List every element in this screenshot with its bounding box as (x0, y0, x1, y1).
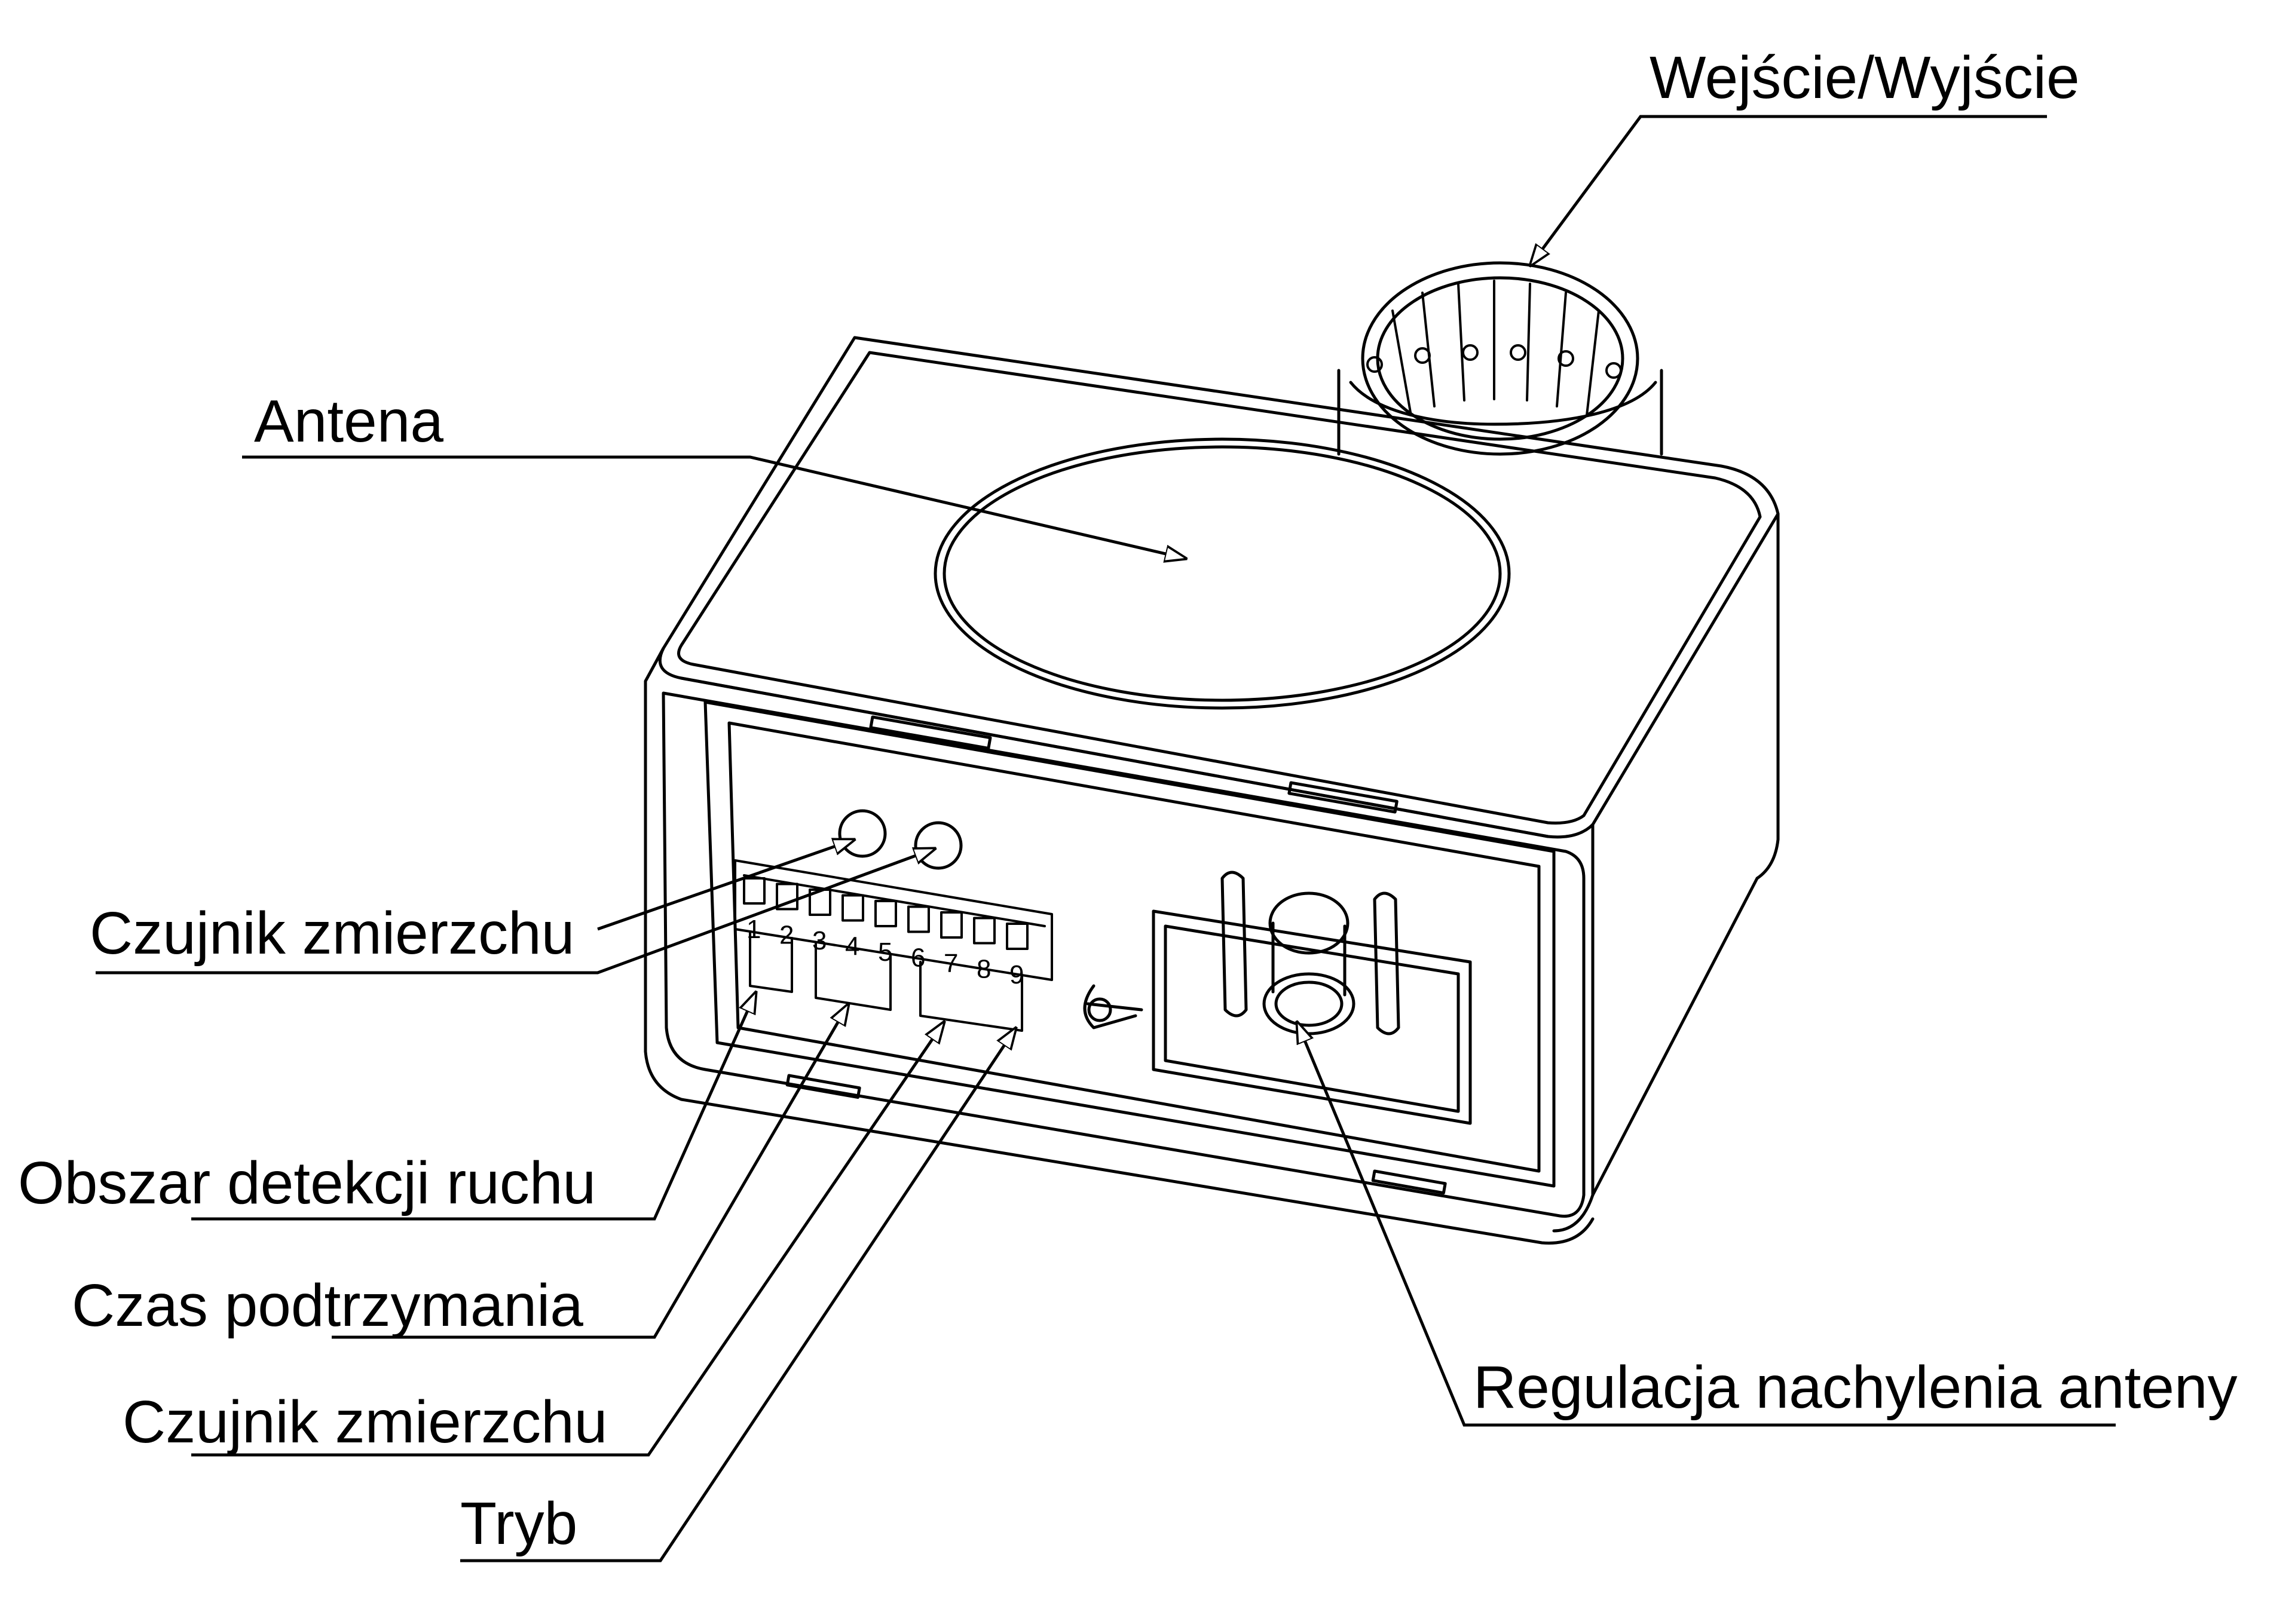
dip-switch-8 (973, 917, 996, 945)
dip-switch-5 (874, 900, 897, 927)
dip-switch-7 (940, 911, 963, 939)
leader-hold-time (332, 1004, 849, 1339)
tilt-adjuster (1083, 871, 1472, 1125)
dip-number-6: 6 (911, 943, 925, 973)
cable-gland (1337, 261, 1663, 456)
label-mode: Tryb (460, 1490, 578, 1557)
leader-twilight-bottom (191, 1022, 944, 1457)
dip-number-4: 4 (845, 932, 859, 961)
leader-input-output (1530, 115, 2047, 266)
dip-number-7: 7 (944, 949, 958, 978)
dip-number-3: 3 (812, 926, 827, 955)
dip-number-1: 1 (746, 915, 761, 944)
leader-antenna-tilt (1297, 1022, 2116, 1427)
label-antenna-tilt: Regulacja nachylenia anteny (1473, 1354, 2238, 1421)
dip-switch-9 (1006, 923, 1029, 950)
antenna-disc (934, 437, 1511, 710)
label-detection-area: Obszar detekcji ruchu (18, 1150, 596, 1217)
leader-detection-area (191, 992, 756, 1221)
leader-twilight-top-a (597, 839, 855, 931)
leader-twilight-top-b (96, 848, 935, 975)
dip-switch-6 (907, 905, 930, 933)
twilight-sensor (838, 809, 963, 870)
label-antenna: Antena (254, 388, 443, 455)
label-twilight-sensor-top: Czujnik zmierzchu (90, 900, 575, 967)
label-input-output: Wejście/Wyjście (1650, 44, 2080, 111)
dip-number-8: 8 (977, 955, 991, 984)
leader-antenna (242, 455, 1186, 559)
leader-lines (96, 115, 2116, 1562)
dip-switch-2 (776, 883, 798, 911)
dip-switch-1 (743, 877, 766, 905)
label-twilight-sensor-bottom: Czujnik zmierzchu (123, 1389, 608, 1456)
leader-mode (460, 1028, 1016, 1562)
dip-switch-4 (842, 894, 864, 922)
label-hold-time: Czas podtrzymania (72, 1272, 583, 1339)
